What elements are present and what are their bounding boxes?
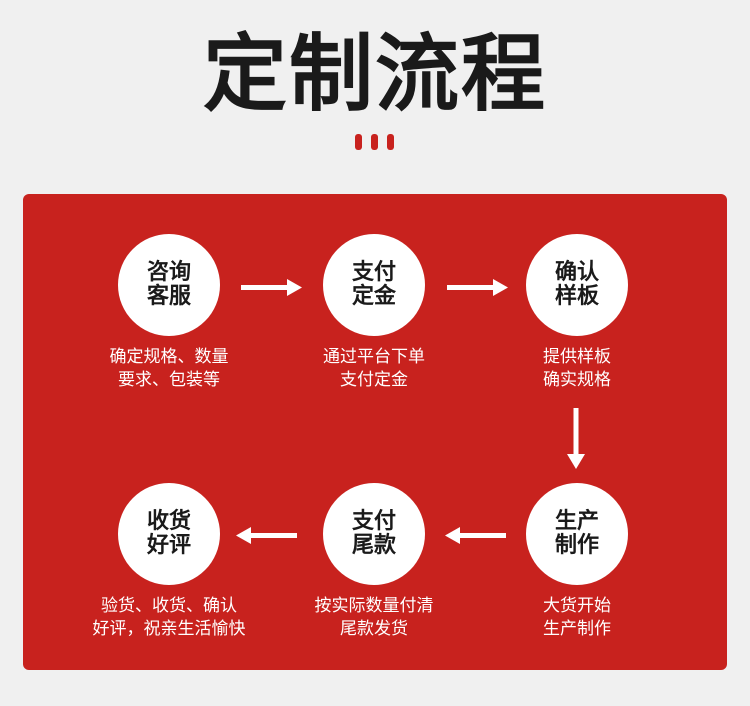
arrow-right-icon: [447, 279, 508, 296]
process-panel: 咨询 客服 支付 定金 确认 样板 确定规格、数量 要求、包装等 通过平台下单 …: [23, 194, 727, 670]
step-deposit-node: 支付 定金: [323, 234, 425, 336]
step-description: 大货开始 生产制作: [543, 596, 611, 639]
step-description: 验货、收货、确认 好评，祝亲生活愉快: [92, 596, 246, 639]
step-label: 支付 尾款: [351, 509, 396, 558]
page-title: 定制流程: [202, 25, 547, 123]
step-review-node: 收货 好评: [118, 483, 220, 585]
step-label: 咨询 客服: [146, 260, 191, 309]
step-label: 生产 制作: [554, 509, 599, 558]
step-sample-node: 确认 样板: [526, 234, 628, 336]
step-label: 确认 样板: [554, 260, 599, 309]
divider-bar: [371, 134, 378, 150]
step-description: 提供样板 确实规格: [543, 347, 611, 390]
step-balance-node: 支付 尾款: [323, 483, 425, 585]
title-divider: [353, 134, 397, 150]
divider-bar: [355, 134, 362, 150]
step-description: 通过平台下单 支付定金: [323, 347, 425, 390]
arrow-right-icon: [241, 279, 302, 296]
step-label: 收货 好评: [146, 509, 191, 558]
step-production-node: 生产 制作: [526, 483, 628, 585]
step-description: 确定规格、数量 要求、包装等: [109, 347, 229, 390]
step-consult-node: 咨询 客服: [118, 234, 220, 336]
arrow-left-icon: [445, 527, 506, 544]
arrow-left-icon: [236, 527, 297, 544]
step-description: 按实际数量付清 尾款发货: [314, 596, 434, 639]
divider-bar: [387, 134, 394, 150]
step-label: 支付 定金: [351, 260, 396, 309]
arrow-down-icon: [567, 408, 585, 469]
